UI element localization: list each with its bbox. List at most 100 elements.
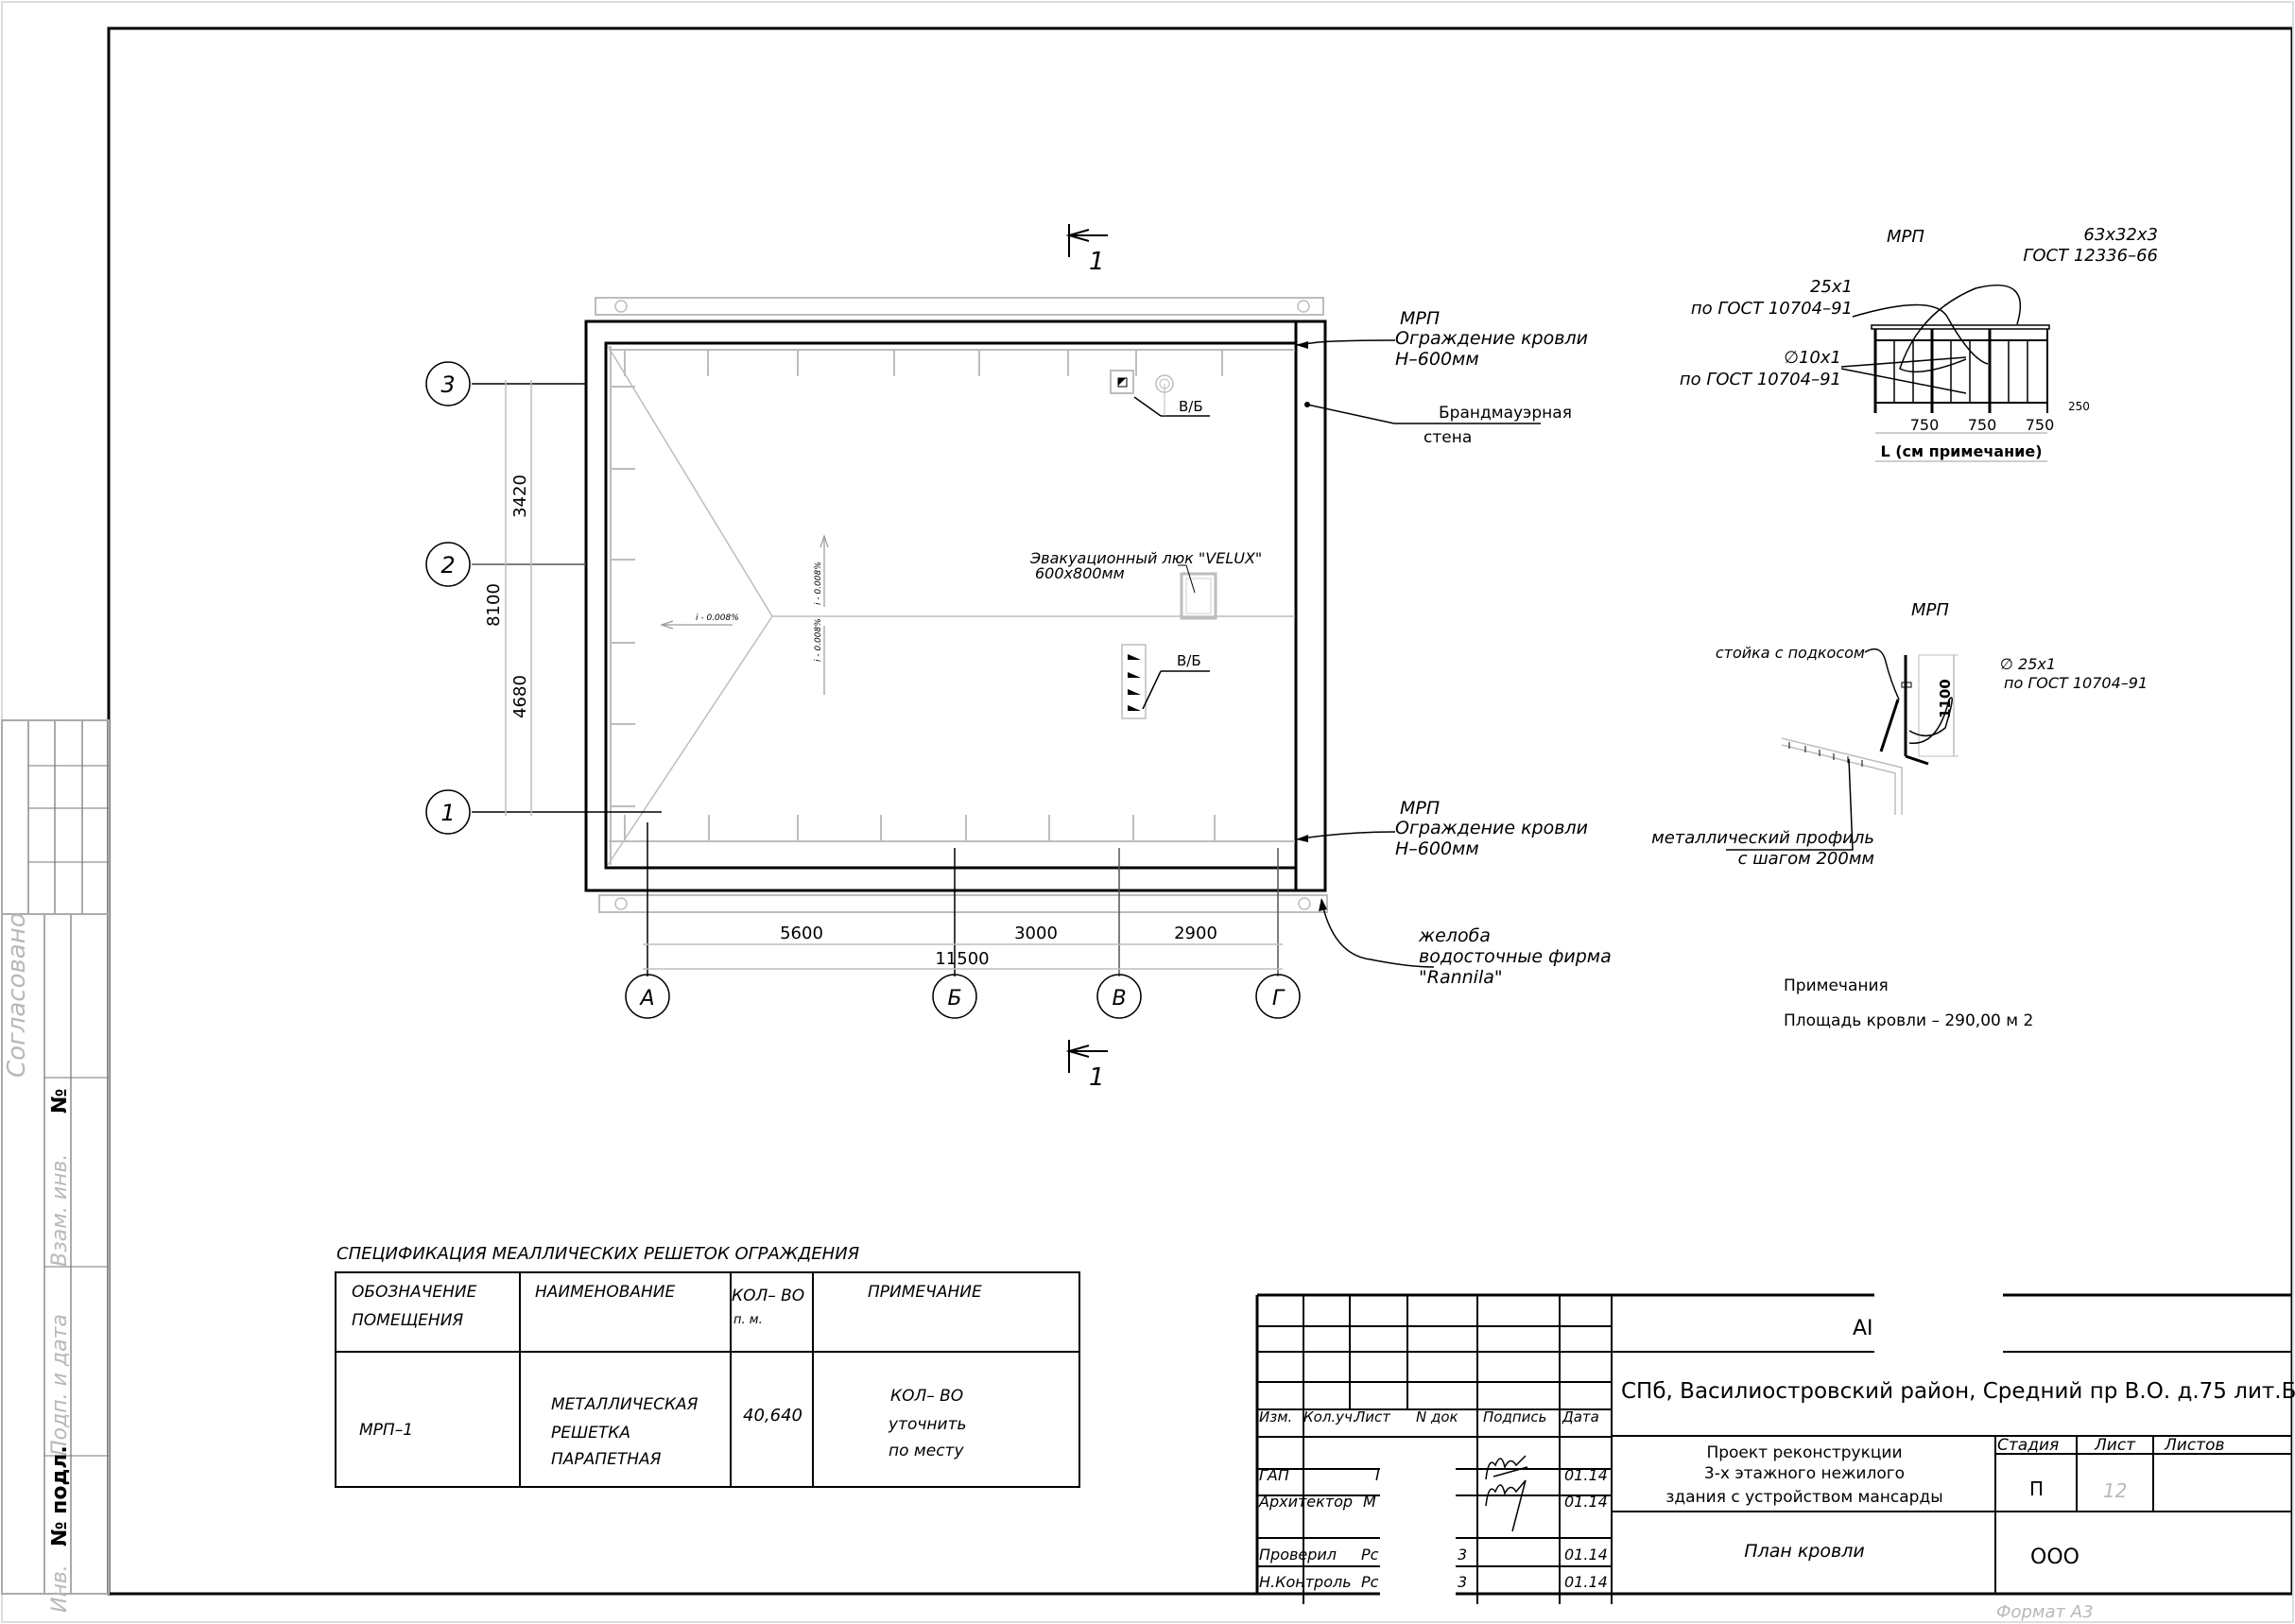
- dim-2900: 2900: [1174, 924, 1217, 943]
- section-marker-bottom: 1: [1065, 1040, 1108, 1092]
- notes-area: Площадь кровли – 290,00 м 2: [1784, 1011, 2033, 1030]
- signature-architect: [1485, 1479, 1527, 1532]
- svg-text:М: М: [1363, 1493, 1376, 1511]
- callout-railing-top: МРП Ограждение кровли Н–600мм: [1295, 308, 1588, 370]
- svg-text:Ограждение кровли: Ограждение кровли: [1395, 818, 1588, 838]
- drawing-name: План кровли: [1744, 1541, 1864, 1562]
- vent-group-icon: В/Б: [1121, 644, 1210, 719]
- side-no2-label: № подл.: [48, 1445, 72, 1546]
- svg-text:КОЛ– ВО: КОЛ– ВО: [732, 1287, 804, 1305]
- svg-text:А: А: [638, 987, 654, 1011]
- svg-text:ПАРАПЕТНАЯ: ПАРАПЕТНАЯ: [551, 1450, 662, 1469]
- svg-text:ПОМЕЩЕНИЯ: ПОМЕЩЕНИЯ: [352, 1311, 463, 1330]
- svg-text:стена: стена: [1424, 428, 1472, 447]
- svg-text:Н.Контроль: Н.Контроль: [1259, 1573, 1352, 1591]
- vent-icon: В/Б: [1110, 370, 1210, 417]
- svg-text:25x1: 25x1: [1810, 277, 1853, 297]
- side-no1-label: №: [48, 1089, 72, 1114]
- svg-text:уточнить: уточнить: [888, 1415, 967, 1434]
- stage-value: П: [2029, 1477, 2044, 1500]
- callout-gutter: желоба водосточные фирма "Rannila": [1319, 898, 1612, 988]
- svg-text:01.14: 01.14: [1564, 1493, 1608, 1511]
- axis-bubble-3: 3: [425, 361, 471, 406]
- svg-text:желоба: желоба: [1418, 925, 1491, 946]
- title-address: СПб, Василиостровский район, Средний пр …: [1621, 1379, 2295, 1404]
- svg-text:2: 2: [440, 552, 455, 579]
- svg-text:Дата: Дата: [1562, 1408, 1599, 1425]
- svg-text:Ограждение кровли: Ограждение кровли: [1395, 328, 1588, 349]
- svg-text:3: 3: [440, 371, 455, 398]
- svg-text:Н–600мм: Н–600мм: [1395, 838, 1479, 859]
- side-inv-orig-label: Инв.: [48, 1564, 72, 1613]
- hatch-label-2: 600x800мм: [1035, 564, 1125, 582]
- axis-bubble-b: Б: [932, 974, 977, 1019]
- svg-text:МРП: МРП: [1400, 308, 1440, 329]
- format-label: Формат А3: [1996, 1602, 2094, 1622]
- vb-label-1: В/Б: [1179, 398, 1203, 415]
- svg-text:РЕШЕТКА: РЕШЕТКА: [551, 1424, 630, 1443]
- callout-firewall: Брандмауэрная стена: [1304, 402, 1572, 447]
- company-name: ООО: [2030, 1546, 2079, 1569]
- svg-text:по ГОСТ 10704–91: по ГОСТ 10704–91: [2004, 674, 2148, 692]
- axis-bubble-v: В: [1096, 974, 1142, 1019]
- roof-plan: i - 0.008% i - 0.008% i - 0.008% 3 2 1 3…: [425, 297, 1612, 1019]
- svg-text:п. м.: п. м.: [733, 1313, 763, 1327]
- title-block: АІ СПб, Василиостровский район, Средний …: [1255, 1286, 2295, 1622]
- side-stamp: Согласовано Взам. инв. № Подп. и дата Ин…: [1, 719, 110, 1613]
- svg-text:Брандмауэрная: Брандмауэрная: [1439, 404, 1572, 423]
- svg-text:750: 750: [2026, 416, 2055, 434]
- vb-label-2: В/Б: [1177, 652, 1201, 669]
- project-line-3: здания с устройством мансарды: [1665, 1488, 1942, 1507]
- svg-text:Архитектор: Архитектор: [1258, 1493, 1353, 1511]
- svg-text:водосточные фирма: водосточные фирма: [1419, 946, 1612, 967]
- railing-title: МРП: [1887, 227, 1924, 247]
- svg-text:металлический профиль: металлический профиль: [1651, 828, 1874, 848]
- svg-text:Рс: Рс: [1361, 1573, 1379, 1591]
- svg-text:40,640: 40,640: [743, 1406, 802, 1425]
- svg-text:Лист: Лист: [2094, 1436, 2136, 1455]
- svg-text:01.14: 01.14: [1564, 1546, 1608, 1564]
- side-agreed-label: Согласовано: [3, 912, 31, 1078]
- svg-text:МРП–1: МРП–1: [359, 1421, 413, 1440]
- svg-text:"Rannila": "Rannila": [1419, 967, 1503, 988]
- svg-text:Рс: Рс: [1361, 1546, 1379, 1564]
- axis-bubble-2: 2: [425, 542, 471, 587]
- svg-text:N док: N док: [1416, 1408, 1458, 1425]
- svg-text:L (см примечание): L (см примечание): [1880, 442, 2042, 460]
- svg-text:по ГОСТ 10704–91: по ГОСТ 10704–91: [1691, 299, 1853, 319]
- slope-label-down: i - 0.008%: [814, 618, 823, 662]
- svg-text:КОЛ– ВО: КОЛ– ВО: [890, 1387, 963, 1406]
- svg-text:750: 750: [1910, 416, 1940, 434]
- notes-title: Примечания: [1784, 976, 1889, 995]
- section-label-bottom: 1: [1089, 1063, 1105, 1092]
- height-dim: 1100: [1937, 679, 1954, 718]
- railing-detail: МРП 63x32x3 ГОСТ 12336–66 25x1 по ГОСТ 1…: [1680, 225, 2158, 462]
- svg-text:В: В: [1112, 987, 1126, 1011]
- svg-text:МРП: МРП: [1911, 600, 1949, 620]
- svg-text:НАИМЕНОВАНИЕ: НАИМЕНОВАНИЕ: [535, 1283, 675, 1302]
- svg-text:по ГОСТ 10704–91: по ГОСТ 10704–91: [1680, 370, 1841, 389]
- svg-text:1: 1: [440, 800, 455, 826]
- side-inv-replace-label: Взам. инв.: [48, 1154, 72, 1268]
- svg-text:ОБОЗНАЧЕНИЕ: ОБОЗНАЧЕНИЕ: [352, 1283, 477, 1302]
- svg-text:Н–600мм: Н–600мм: [1395, 349, 1479, 370]
- callout-railing-bottom: МРП Ограждение кровли Н–600мм: [1295, 798, 1588, 859]
- svg-text:Стадия: Стадия: [1997, 1436, 2059, 1455]
- svg-text:Г: Г: [1272, 987, 1286, 1011]
- slope-label-up: i - 0.008%: [814, 561, 823, 605]
- svg-text:Проверил: Проверил: [1259, 1546, 1337, 1564]
- svg-text:Подпись: Подпись: [1483, 1408, 1546, 1425]
- sheet-value: 12: [2103, 1479, 2127, 1502]
- svg-text:МРП: МРП: [1400, 798, 1440, 819]
- svg-text:01.14: 01.14: [1564, 1573, 1608, 1591]
- axis-bubble-g: Г: [1255, 974, 1301, 1019]
- svg-text:∅ 25x1: ∅ 25x1: [2000, 655, 2056, 673]
- fire-wall: [1294, 320, 1327, 892]
- dim-4680: 4680: [510, 675, 530, 718]
- title-top-code: АІ: [1853, 1317, 1873, 1340]
- svg-text:Б: Б: [947, 987, 961, 1011]
- section-marker-top: 1: [1065, 224, 1108, 276]
- dim-3000: 3000: [1014, 924, 1058, 943]
- svg-text:250: 250: [2068, 400, 2090, 413]
